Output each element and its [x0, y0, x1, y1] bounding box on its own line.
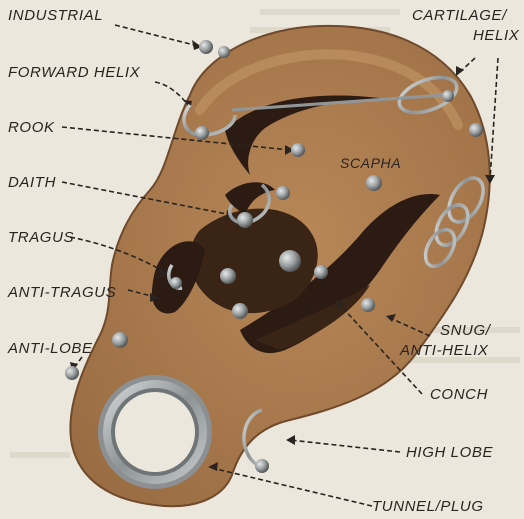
- label-daith: DAITH: [8, 174, 56, 191]
- label-snug-2: ANTI-HELIX: [400, 342, 489, 359]
- label-anti-tragus: ANTI-TRAGUS: [8, 284, 116, 301]
- label-industrial: INDUSTRIAL: [8, 7, 103, 24]
- label-anti-lobe: ANTI-LOBE: [8, 340, 93, 357]
- label-high-lobe: HIGH LOBE: [406, 444, 493, 461]
- label-tunnel-plug: TUNNEL/PLUG: [372, 498, 484, 515]
- label-forward-helix: FORWARD HELIX: [8, 64, 140, 81]
- label-cartilage-helix-1: CARTILAGE/: [412, 7, 507, 24]
- label-tragus: TRAGUS: [8, 229, 74, 246]
- tunnel-plug: [98, 375, 212, 489]
- label-scapha: SCAPHA: [340, 155, 401, 172]
- label-rook: ROOK: [8, 119, 55, 136]
- label-conch: CONCH: [430, 386, 488, 403]
- label-snug-1: SNUG/: [440, 322, 491, 339]
- label-cartilage-helix-2: HELIX: [473, 27, 519, 44]
